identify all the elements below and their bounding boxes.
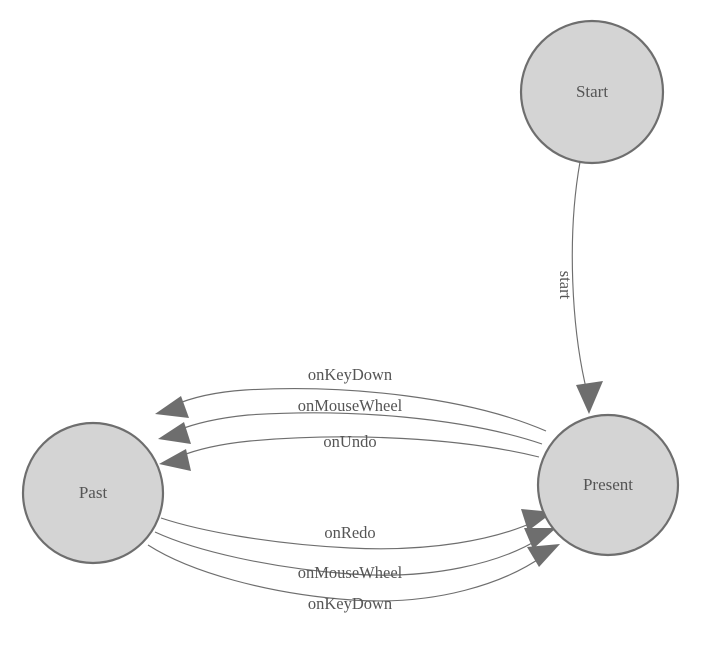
node-past-label: Past xyxy=(79,483,108,502)
edge-present-to-past-onkeydown-path xyxy=(171,388,547,432)
node-start-circle xyxy=(519,19,665,165)
edge-label-past-present-onredo: onRedo xyxy=(324,523,375,542)
edge-present-to-past-onkeydown[interactable] xyxy=(155,388,547,432)
edge-present-to-past-onundo-path xyxy=(177,436,540,458)
edge-start-to-present-arrowhead xyxy=(576,381,603,414)
edge-start-to-present[interactable]: start xyxy=(556,161,603,414)
edge-label-past-present-onmousewheel: onMouseWheel xyxy=(298,563,403,582)
edge-past-to-present-onkeydown[interactable] xyxy=(147,544,560,602)
edge-label-past-present-onkeydown: onKeyDown xyxy=(308,594,392,613)
edge-present-to-past-onmousewheel-arrowhead xyxy=(158,422,191,444)
edge-past-to-present-onmousewheel-arrowhead xyxy=(524,528,556,549)
edge-label-start: start xyxy=(556,271,575,300)
edge-present-to-past-onundo-arrowhead xyxy=(159,449,191,471)
node-present[interactable]: Present xyxy=(536,413,680,557)
edge-present-to-past-onmousewheel-path xyxy=(175,412,543,445)
edge-label-present-past-onkeydown: onKeyDown xyxy=(308,365,392,384)
edge-present-to-past-onundo[interactable] xyxy=(159,436,540,471)
node-start-label: Start xyxy=(576,82,608,101)
edge-past-to-present-onmousewheel-path xyxy=(154,531,540,576)
edge-past-to-present-onkeydown-path xyxy=(147,544,544,602)
edge-label-present-past-onmousewheel: onMouseWheel xyxy=(298,396,403,415)
edge-past-to-present-onredo-path xyxy=(160,517,537,550)
edge-start-to-present-path xyxy=(571,161,589,397)
node-present-circle xyxy=(536,413,680,557)
node-past[interactable]: Past xyxy=(21,421,165,565)
node-start[interactable]: Start xyxy=(519,19,665,165)
edge-present-to-past-onkeydown-arrowhead xyxy=(155,396,189,418)
edge-label-present-past-onundo: onUndo xyxy=(323,432,376,451)
node-present-label: Present xyxy=(583,475,633,494)
node-past-circle xyxy=(21,421,165,565)
edge-past-to-present-onkeydown-arrowhead xyxy=(527,544,560,567)
edge-present-to-past-onmousewheel[interactable] xyxy=(158,412,543,445)
edge-past-to-present-onmousewheel[interactable] xyxy=(154,528,556,576)
